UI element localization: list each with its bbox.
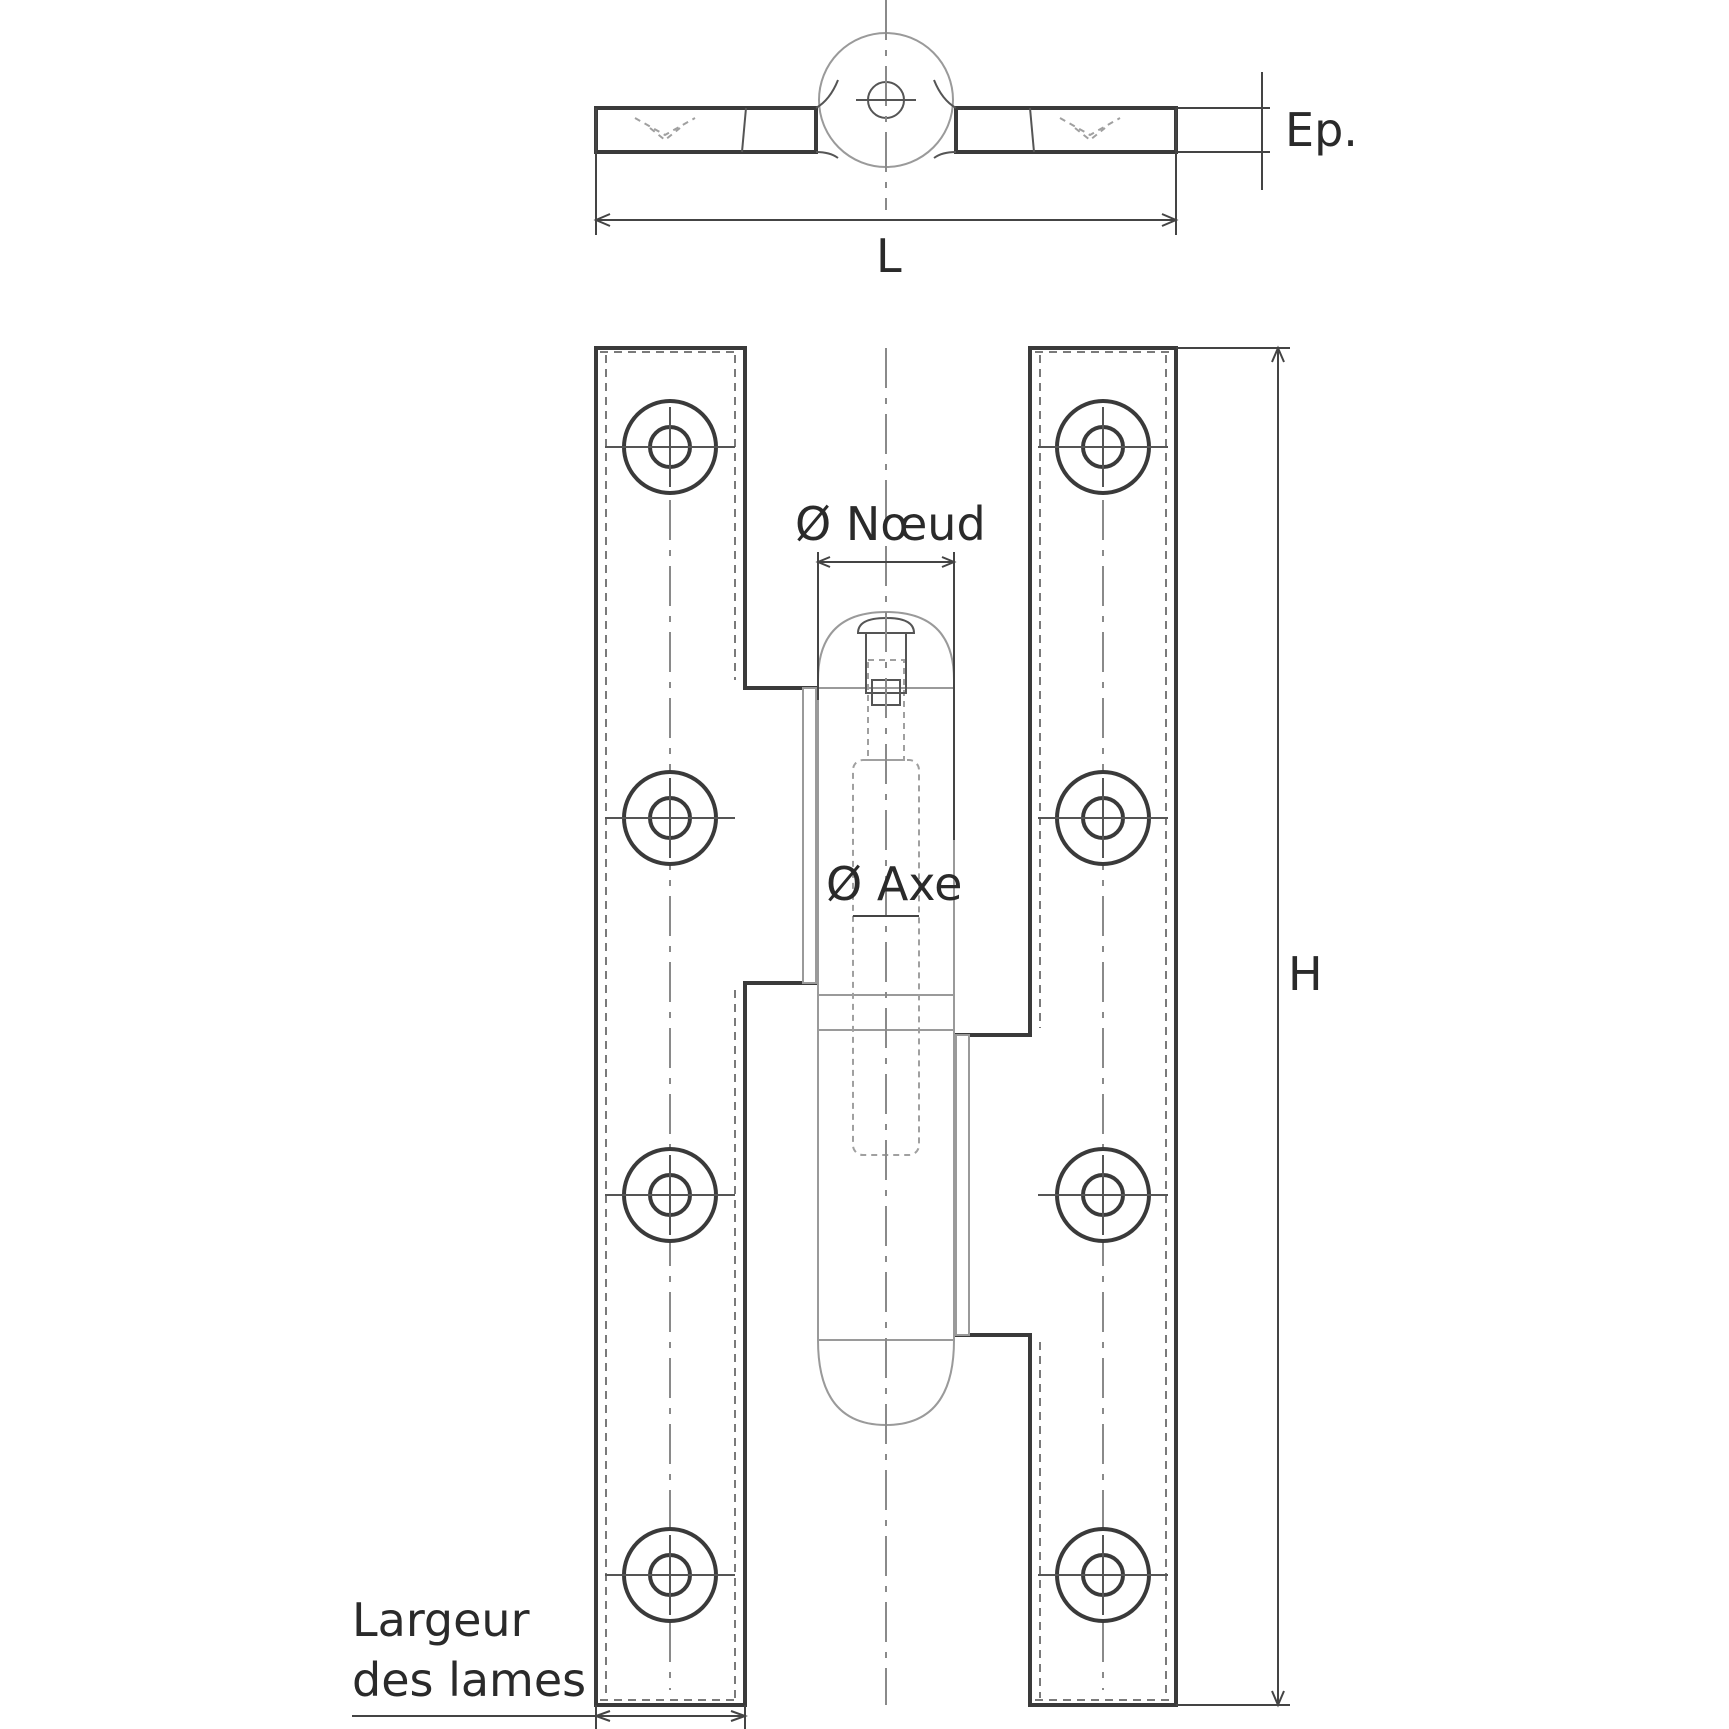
countersunk-hole-icon	[1038, 1527, 1168, 1623]
label-knuckle-diameter: Ø Nœud	[795, 497, 986, 551]
left-leaf	[594, 346, 818, 1707]
countersunk-hole-icon	[1038, 399, 1168, 495]
label-thickness: Ep.	[1285, 103, 1358, 157]
countersunk-hole-icon	[605, 1147, 735, 1243]
countersunk-hole-icon	[605, 770, 735, 866]
top-right-plate	[954, 106, 1178, 154]
front-view	[352, 345, 1290, 1729]
label-leaf-width-line1: Largeur	[352, 1593, 530, 1647]
countersunk-hole-icon	[1038, 770, 1168, 866]
label-height: H	[1288, 947, 1323, 1001]
countersunk-hole-icon	[1038, 1147, 1168, 1243]
screw-holes	[605, 399, 1168, 1690]
right-leaf	[954, 346, 1178, 1707]
label-leaf-width-line2: des lames	[352, 1653, 586, 1707]
top-view	[593, 0, 1270, 235]
label-length: L	[876, 229, 902, 283]
countersunk-hole-icon	[605, 1527, 735, 1623]
countersunk-hole-icon	[605, 399, 735, 495]
top-left-plate	[594, 106, 818, 154]
label-pin-diameter: Ø Axe	[826, 857, 962, 911]
